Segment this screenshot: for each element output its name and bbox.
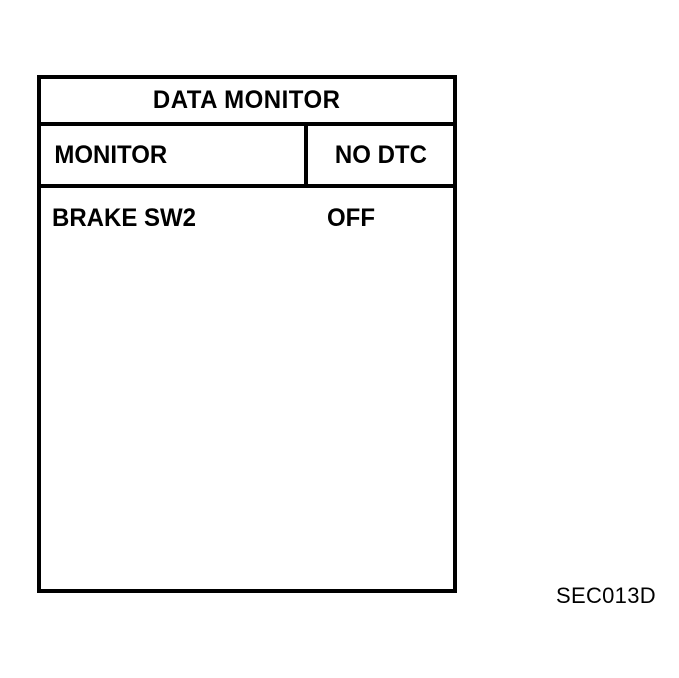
panel-title: DATA MONITOR bbox=[153, 86, 341, 114]
data-item-list: BRAKE SW2 OFF bbox=[41, 188, 453, 589]
monitor-status-label: MONITOR bbox=[54, 140, 168, 169]
monitor-status-row: MONITOR NO DTC bbox=[41, 126, 453, 188]
data-item-value: OFF bbox=[327, 203, 375, 232]
figure-reference-code: SEC013D bbox=[556, 583, 656, 608]
data-item-row: BRAKE SW2 OFF bbox=[41, 201, 453, 235]
monitor-status-value-cell: NO DTC bbox=[308, 126, 453, 184]
monitor-status-value: NO DTC bbox=[334, 140, 427, 169]
data-item-name: BRAKE SW2 bbox=[52, 203, 197, 232]
panel-title-bar: DATA MONITOR bbox=[41, 79, 453, 126]
data-monitor-panel: DATA MONITOR MONITOR NO DTC BRAKE SW2 OF… bbox=[37, 75, 457, 593]
monitor-status-label-cell: MONITOR bbox=[41, 126, 308, 184]
